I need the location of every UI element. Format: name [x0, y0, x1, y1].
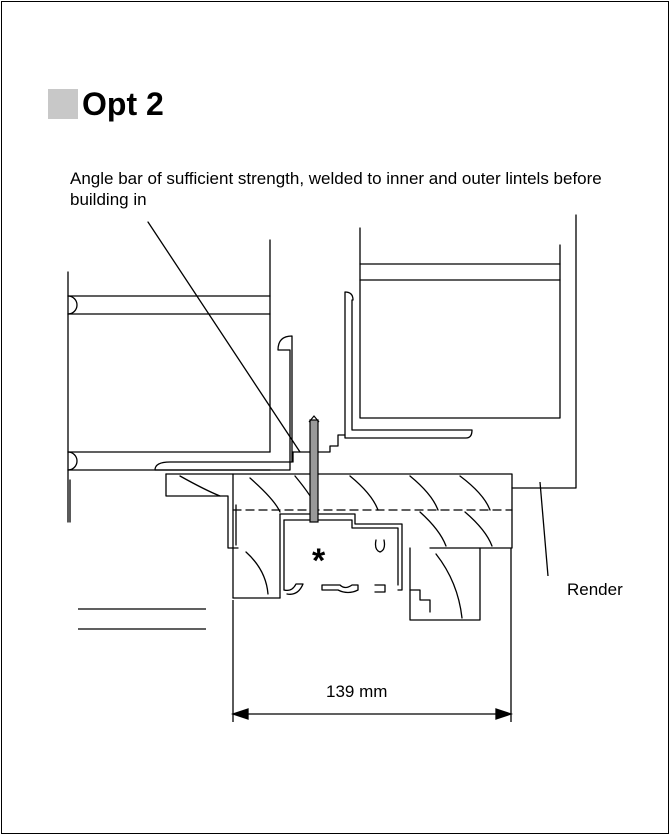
outer-lintel — [344, 291, 473, 439]
outer-block — [359, 214, 577, 489]
inner-block — [67, 239, 271, 523]
dimension-139mm — [230, 548, 514, 722]
heading-title: Opt 2 — [82, 86, 164, 122]
angle-bar-caption: Angle bar of sufficient strength, welded… — [70, 169, 602, 209]
caption-leader-line — [147, 221, 301, 453]
inner-lintel — [154, 335, 293, 471]
aluminium-profile — [279, 513, 403, 599]
angle-bar — [292, 434, 346, 453]
dimension-label: 139 mm — [326, 682, 388, 701]
window-frame-section — [165, 473, 513, 621]
reference-lines — [78, 608, 206, 630]
render-leader-line — [539, 481, 549, 577]
section-heading: Opt 2 — [48, 88, 164, 120]
render-label: Render — [567, 580, 623, 599]
marker-asterisk: * — [312, 542, 326, 580]
heading-square-icon — [48, 89, 78, 119]
angle-bar-rod — [309, 419, 319, 523]
